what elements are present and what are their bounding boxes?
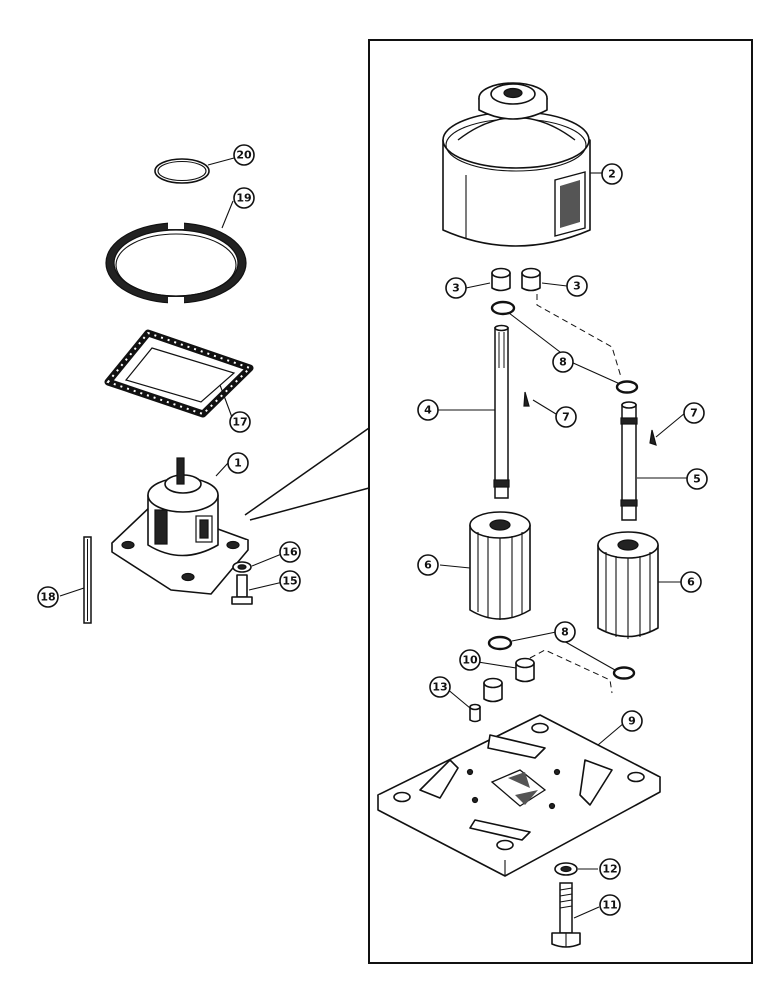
callout-1-label: 1 [234, 457, 242, 470]
part-10-bushing-upper [515, 657, 535, 683]
callout-2: 2 [601, 163, 623, 185]
callout-9-label: 9 [628, 715, 636, 728]
part-13-dowel-pin [469, 703, 481, 723]
callout-18-label: 18 [40, 591, 55, 604]
callout-8-upper-label: 8 [559, 356, 567, 369]
callout-12: 12 [599, 858, 621, 880]
part-8-snap-ring-upper-right [615, 380, 639, 394]
callout-15-label: 15 [282, 575, 297, 588]
part-7-key-right [649, 429, 657, 446]
part-8-snap-ring-upper-left [490, 300, 516, 316]
callout-19-label: 19 [236, 192, 251, 205]
part-8-snap-ring-lower-left [487, 635, 513, 651]
callout-8-lower-label: 8 [561, 626, 569, 639]
part-1-pump-assembly [111, 457, 249, 595]
part-8-snap-ring-lower-right [612, 666, 636, 680]
detail-pointer-lower [249, 487, 370, 521]
part-12-washer [554, 862, 578, 876]
dashed-path-lower [529, 649, 613, 694]
detail-frame [368, 39, 753, 964]
callout-3-left-label: 3 [452, 282, 460, 295]
part-15-cap-screw [231, 574, 253, 605]
callout-20: 20 [233, 144, 255, 166]
leader-lines [59, 157, 689, 919]
callout-6-right-label: 6 [687, 576, 695, 589]
part-20-small-o-ring [154, 158, 210, 184]
part-16-washer [232, 561, 252, 573]
callout-18: 18 [37, 586, 59, 608]
callout-16: 16 [279, 541, 301, 563]
callout-16-label: 16 [282, 546, 298, 559]
callout-7-left-label: 7 [562, 411, 570, 424]
callout-19: 19 [233, 187, 255, 209]
callout-13-label: 13 [432, 681, 447, 694]
callout-11: 11 [599, 894, 621, 916]
callout-20-label: 20 [236, 149, 252, 162]
part-11-cap-screw [551, 882, 581, 948]
callout-7-right-label: 7 [690, 407, 698, 420]
part-6-gear-left [469, 511, 531, 620]
callout-5-label: 5 [693, 473, 701, 486]
dashed-path-upper [536, 294, 622, 378]
callout-7-right: 7 [683, 402, 705, 424]
part-9-end-plate [377, 714, 661, 877]
part-3-bushing-left [491, 267, 511, 292]
callout-10: 10 [459, 649, 481, 671]
detail-pointer-upper [244, 427, 370, 516]
callout-17: 17 [229, 411, 251, 433]
part-7-key-left [523, 391, 530, 407]
part-17-gasket [104, 329, 254, 418]
part-5-idler-shaft [620, 401, 638, 521]
callout-8-lower: 8 [554, 621, 576, 643]
callout-11-label: 11 [602, 899, 617, 912]
callout-3-left: 3 [445, 277, 467, 299]
part-4-drive-shaft [493, 324, 510, 499]
callout-17-label: 17 [232, 416, 247, 429]
part-2-pump-housing [442, 82, 591, 247]
part-10-bushing-lower [483, 677, 503, 703]
callout-6-right: 6 [680, 571, 702, 593]
callout-2-label: 2 [608, 168, 616, 181]
callout-5: 5 [686, 468, 708, 490]
callout-6-left-label: 6 [424, 559, 432, 572]
callout-4-label: 4 [424, 404, 432, 417]
part-3-bushing-right [521, 267, 541, 292]
callout-13: 13 [429, 676, 451, 698]
part-19-seal-ring [105, 221, 247, 305]
callout-7-left: 7 [555, 406, 577, 428]
callout-10-label: 10 [462, 654, 478, 667]
callout-3-right: 3 [566, 275, 588, 297]
part-6-gear-right [597, 531, 659, 639]
callout-15: 15 [279, 570, 301, 592]
callout-3-right-label: 3 [573, 280, 581, 293]
callout-8-upper: 8 [552, 351, 574, 373]
callout-12-label: 12 [602, 863, 617, 876]
callout-9: 9 [621, 710, 643, 732]
callout-6-left: 6 [417, 554, 439, 576]
callout-4: 4 [417, 399, 439, 421]
part-18-long-pin [83, 536, 92, 624]
callout-1: 1 [227, 452, 249, 474]
